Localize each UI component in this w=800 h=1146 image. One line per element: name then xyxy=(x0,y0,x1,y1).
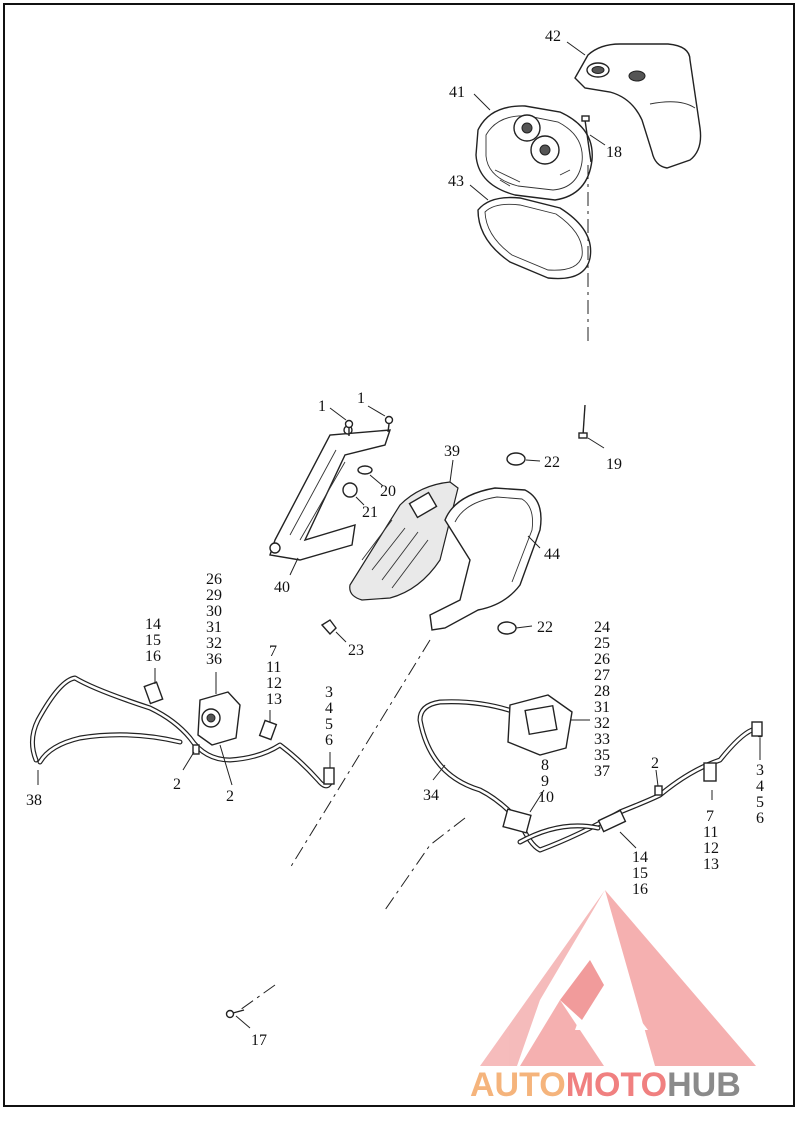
svg-text:30: 30 xyxy=(206,603,222,620)
stack-right-end: 3 4 5 6 xyxy=(756,762,764,827)
svg-text:9: 9 xyxy=(541,773,549,790)
screw-18 xyxy=(581,115,592,163)
callout-18: 18 xyxy=(606,144,622,161)
watermark-text: AUTOMOTOHUB xyxy=(470,1066,800,1106)
svg-text:35: 35 xyxy=(594,747,610,764)
svg-text:14: 14 xyxy=(632,849,648,866)
stack-right-mid: 7 11 12 13 xyxy=(703,808,719,873)
svg-text:4: 4 xyxy=(756,778,764,795)
callout-17: 17 xyxy=(251,1032,267,1049)
screw-1-left xyxy=(344,419,354,436)
callout-19: 19 xyxy=(606,456,622,473)
svg-text:11: 11 xyxy=(703,824,718,841)
screw-17 xyxy=(225,1009,245,1019)
callout-22-bottom: 22 xyxy=(537,619,553,636)
svg-text:3: 3 xyxy=(325,684,333,701)
svg-text:36: 36 xyxy=(206,651,222,668)
svg-text:32: 32 xyxy=(206,635,222,652)
callout-44: 44 xyxy=(544,546,560,563)
callout-2-left-b: 2 xyxy=(226,788,234,805)
svg-text:25: 25 xyxy=(594,635,610,652)
stack-left-mid: 7 11 12 13 xyxy=(266,643,282,708)
svg-text:16: 16 xyxy=(145,648,161,665)
svg-text:32: 32 xyxy=(594,715,610,732)
watermark-moto: MOTO xyxy=(565,1066,668,1104)
callout-34: 34 xyxy=(423,787,439,804)
right-wire-harness xyxy=(417,694,763,853)
svg-text:24: 24 xyxy=(594,619,610,636)
svg-text:12: 12 xyxy=(266,675,282,692)
svg-text:6: 6 xyxy=(756,810,764,827)
speaker-grille-cover xyxy=(574,43,702,169)
grommet-22-top xyxy=(506,452,526,466)
leader-lines xyxy=(37,41,761,1029)
amplifier-cover-plate xyxy=(429,487,542,631)
callout-43: 43 xyxy=(448,173,464,190)
screw-1-right xyxy=(384,415,394,433)
watermark-auto: AUTO xyxy=(470,1066,566,1104)
svg-text:15: 15 xyxy=(632,865,648,882)
svg-text:7: 7 xyxy=(706,808,714,825)
stack-right-plug: 14 15 16 xyxy=(632,849,648,898)
svg-text:3: 3 xyxy=(756,762,764,779)
callout-40: 40 xyxy=(274,579,290,596)
callout-21: 21 xyxy=(362,504,378,521)
stack-left-end: 3 4 5 6 xyxy=(325,684,333,749)
svg-text:27: 27 xyxy=(594,667,610,684)
svg-text:31: 31 xyxy=(206,619,222,636)
mounting-bracket xyxy=(269,425,391,561)
svg-text:13: 13 xyxy=(266,691,282,708)
left-wire-harness xyxy=(30,675,335,789)
callout-20: 20 xyxy=(380,483,396,500)
svg-text:26: 26 xyxy=(206,571,222,588)
watermark-logo-icon xyxy=(480,890,756,1066)
svg-text:4: 4 xyxy=(325,700,333,717)
svg-text:28: 28 xyxy=(594,683,610,700)
watermark-hub: HUB xyxy=(667,1066,741,1104)
callout-1-left: 1 xyxy=(318,398,326,415)
svg-text:11: 11 xyxy=(266,659,281,676)
svg-text:7: 7 xyxy=(269,643,277,660)
callout-38: 38 xyxy=(26,792,42,809)
stack-right-connector: 24 25 26 27 28 31 32 33 35 37 xyxy=(594,619,610,780)
svg-text:6: 6 xyxy=(325,732,333,749)
stack-right-pigtail: 8 9 10 xyxy=(538,757,554,806)
svg-text:8: 8 xyxy=(541,757,549,774)
speaker-driver xyxy=(475,105,593,201)
svg-text:15: 15 xyxy=(145,632,161,649)
svg-text:31: 31 xyxy=(594,699,610,716)
stack-left-plug: 14 15 16 xyxy=(145,616,161,665)
svg-text:16: 16 xyxy=(632,881,648,898)
callout-2-right: 2 xyxy=(651,755,659,772)
callout-42: 42 xyxy=(545,28,561,45)
callout-23: 23 xyxy=(348,642,364,659)
svg-text:5: 5 xyxy=(325,716,333,733)
callout-22-top: 22 xyxy=(544,454,560,471)
svg-text:13: 13 xyxy=(703,856,719,873)
svg-text:26: 26 xyxy=(594,651,610,668)
callout-labels: 42 41 18 43 1 1 19 39 22 20 21 44 40 23 … xyxy=(26,28,659,1049)
callout-41: 41 xyxy=(449,84,465,101)
stack-left-connector: 26 29 30 31 32 36 xyxy=(206,571,222,668)
svg-text:37: 37 xyxy=(594,763,610,780)
callout-39: 39 xyxy=(444,443,460,460)
svg-text:29: 29 xyxy=(206,587,222,604)
callout-2-left-a: 2 xyxy=(173,776,181,793)
speaker-gasket xyxy=(477,196,592,280)
grommet-20 xyxy=(357,465,373,475)
diagram-border xyxy=(3,3,795,1107)
plug-21 xyxy=(342,482,358,498)
callout-1-right: 1 xyxy=(357,390,365,407)
amplifier-module xyxy=(349,481,459,601)
svg-text:10: 10 xyxy=(538,789,554,806)
svg-text:14: 14 xyxy=(145,616,161,633)
stacked-callouts: 26 29 30 31 32 36 14 15 16 7 11 12 13 3 … xyxy=(145,571,764,898)
svg-text:5: 5 xyxy=(756,794,764,811)
nut-23 xyxy=(320,619,337,636)
svg-text:33: 33 xyxy=(594,731,610,748)
svg-text:12: 12 xyxy=(703,840,719,857)
screw-19 xyxy=(578,404,588,439)
grommet-22-bottom xyxy=(497,621,517,635)
